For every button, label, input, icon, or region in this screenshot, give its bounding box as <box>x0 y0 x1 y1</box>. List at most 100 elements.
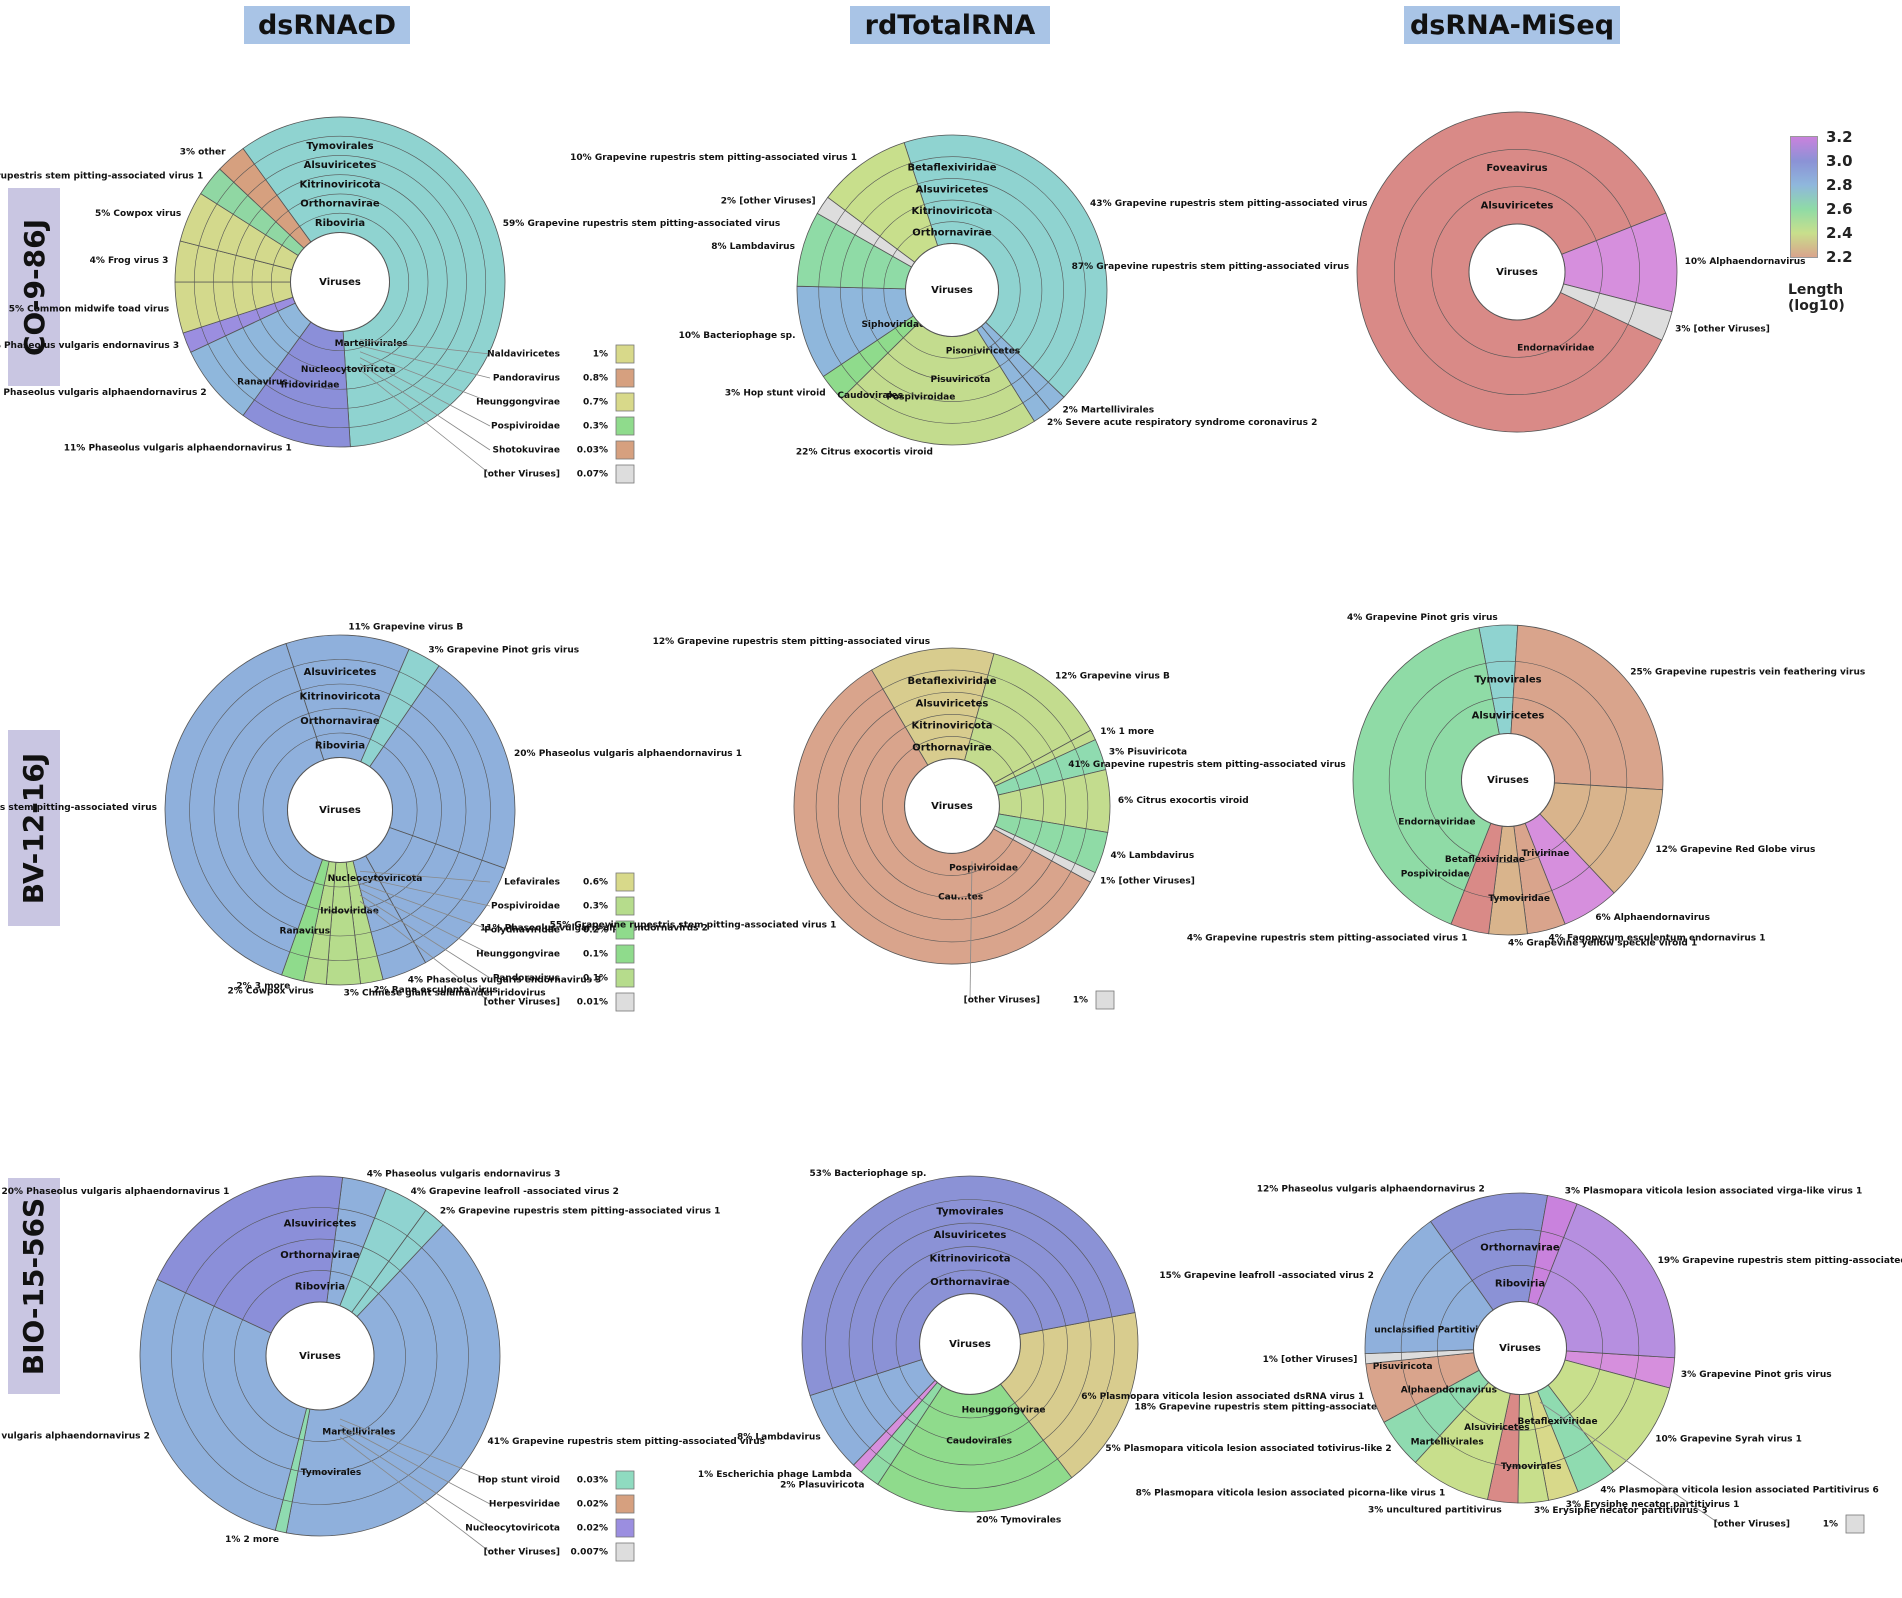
ring-label: Orthornavirae <box>300 199 380 210</box>
ring-label: Kitrinoviricota <box>300 691 381 702</box>
slice-label: 3% Erysiphe necator partitivirus 1 <box>1566 1500 1740 1510</box>
ring-divider <box>303 1293 406 1442</box>
ring-divider <box>217 214 234 251</box>
ring-divider <box>1472 1265 1535 1281</box>
ring-divider <box>1388 662 1486 891</box>
inner-label: Caudovirales <box>837 391 903 401</box>
ring-divider <box>1439 1435 1496 1465</box>
slice-label: 4% Grapevine rupestris stem pitting-asso… <box>1187 933 1468 943</box>
slice-label: 8% Plasmopara viticola lesion associated… <box>1136 1488 1446 1498</box>
ring-label: Betaflexiviridae <box>908 676 997 687</box>
sunburst-center <box>287 757 393 863</box>
ring-divider <box>1051 853 1056 861</box>
slice-label: 3% Grapevine Pinot gris virus <box>1681 1370 1832 1380</box>
legend-leader <box>359 900 491 1003</box>
slice-label: 3% [other Viruses] <box>1675 324 1770 334</box>
slice-label: 87% Grapevine rupestris stem pitting-ass… <box>1072 262 1349 272</box>
legend-leader <box>359 369 491 475</box>
slice-label: 8% Lambdavirus <box>737 1433 821 1443</box>
legend-value: 0.1% <box>583 974 608 984</box>
legend-value: 0.02% <box>577 1524 608 1534</box>
ring-divider <box>910 156 1086 383</box>
center-label: Viruses <box>319 805 361 816</box>
ring-divider <box>882 745 1014 876</box>
legend-value: 0.02% <box>577 1500 608 1510</box>
legend-value: 0.6% <box>583 878 608 888</box>
sunburst-2: 87% Grapevine rupestris stem pitting-ass… <box>1072 111 1806 433</box>
ring-divider <box>238 713 309 906</box>
ring-divider <box>275 210 289 222</box>
ring-divider <box>1401 1360 1416 1406</box>
column-header-dsrnacd: dsRNAcD <box>244 6 410 44</box>
slice-label: 2% Martellivirales <box>1063 405 1155 415</box>
legend-swatch <box>615 1494 635 1514</box>
ring-divider <box>397 726 442 844</box>
slice-label: 2% 3 more <box>236 982 290 992</box>
ring-divider <box>292 1247 469 1505</box>
ring-divider <box>872 367 1012 402</box>
legend-value: 0.01% <box>577 998 608 1008</box>
slice-label: 22% Citrus exocortis viroid <box>796 447 933 457</box>
legend-leader <box>359 351 491 403</box>
legend-leader <box>339 1418 491 1481</box>
legend-swatch <box>615 896 635 916</box>
ring-label: Riboviria <box>295 1281 345 1292</box>
legend-swatch <box>615 368 635 388</box>
legend-swatch <box>615 1542 635 1562</box>
sunburst-0: 59% Grapevine rupestris stem pitting-ass… <box>0 116 780 484</box>
legend-value: 0.3% <box>583 902 608 912</box>
ring-divider <box>1569 1369 1601 1415</box>
legend-label: Heunggongvirae <box>476 950 560 960</box>
inner-label: Nucleocytoviricota <box>301 365 396 375</box>
legend-swatch <box>615 1518 635 1538</box>
ring-divider <box>916 1421 1030 1442</box>
legend-label: [other Viruses] <box>484 998 560 1008</box>
inner-label: Ranavirus <box>237 377 288 387</box>
legend-swatch <box>1845 1514 1865 1534</box>
ring-label: Kitrinoviricota <box>912 720 993 731</box>
slice-label: 4% Frog virus 3 <box>90 256 169 266</box>
legend-label: Nucleocytoviricota <box>465 1524 560 1534</box>
ring-divider <box>861 245 875 288</box>
slice-label: 5% Cowpox virus <box>95 209 181 219</box>
ring-divider <box>854 1381 887 1432</box>
ring-divider <box>862 183 918 224</box>
ring-divider <box>293 659 400 672</box>
row-header-co-9-86j: CO-9-86J <box>8 188 60 386</box>
slice-label: 1% [other Viruses] <box>1263 1355 1358 1365</box>
ring-divider <box>425 685 491 861</box>
colorbar-tick: 3.2 <box>1826 128 1853 146</box>
ring-divider <box>298 1270 438 1474</box>
slice-label: 3% Erysiphe necator partitivirus 3 <box>1534 1506 1708 1516</box>
ring-divider <box>276 368 347 390</box>
sunburst-7: 18% Grapevine rupestris stem pitting-ass… <box>698 1169 1421 1525</box>
legend-swatch <box>615 392 635 412</box>
sunburst-6: 4% Phaseolus vulgaris endornavirus 34% G… <box>0 1169 765 1562</box>
slice-label: 28% Phaseolus vulgaris alphaendornavirus… <box>0 1432 150 1442</box>
ring-divider <box>316 732 371 740</box>
inner-label: Pospiviroidae <box>949 863 1018 873</box>
ring-divider <box>171 1292 284 1501</box>
ring-divider <box>1593 293 1600 309</box>
center-label: Viruses <box>1496 267 1538 278</box>
ring-label: Orthornavirae <box>1480 1242 1560 1253</box>
ring-divider <box>1062 779 1067 826</box>
slice-label: 8% Lambdavirus <box>711 242 795 252</box>
legend-label: Pandoravirus <box>493 374 560 384</box>
ring-divider <box>1057 1316 1115 1460</box>
ring-divider <box>213 1238 335 1307</box>
slice-label: 53% Bacteriophage sp. <box>810 1169 927 1179</box>
ring-divider <box>260 319 289 354</box>
ring-divider <box>261 194 278 209</box>
ring-divider <box>860 726 1033 898</box>
inner-label: Trivirinae <box>1522 849 1570 859</box>
legend-swatch <box>615 464 635 484</box>
ring-divider <box>213 689 302 930</box>
slice-label: 11% Phaseolus vulgaris alphaendornavirus… <box>480 923 708 933</box>
ring-divider <box>1564 785 1591 841</box>
ring-divider <box>1040 784 1044 822</box>
legend-value: 1% <box>1073 996 1088 1006</box>
ring-label: Tymovirales <box>1474 674 1541 685</box>
center-label: Viruses <box>299 1351 341 1362</box>
ring-divider <box>848 1222 1090 1382</box>
